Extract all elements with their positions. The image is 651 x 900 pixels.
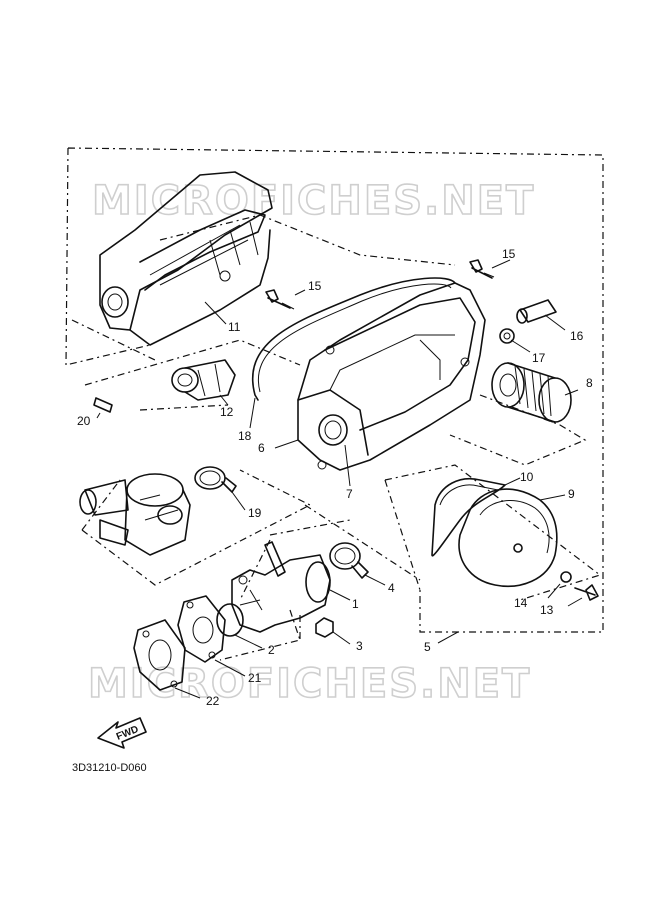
callout-4: 4 [388, 581, 395, 595]
callout-10: 10 [520, 470, 534, 484]
washer-14 [560, 571, 572, 583]
assembly-boundary [65, 147, 604, 633]
diagram-code: 3D31210-D060 [72, 762, 147, 774]
drain-hose-16 [516, 299, 557, 324]
element-boundary [449, 394, 587, 466]
air-cleaner-case-6 [297, 282, 486, 471]
joint-12 [171, 359, 236, 401]
joint-group-boundary [81, 469, 312, 586]
callout-8: 8 [586, 376, 593, 390]
o-ring-2 [216, 603, 244, 637]
nut-3 [315, 617, 334, 638]
watermark-bottom: MICROFICHES.NET [88, 661, 531, 707]
screw-15b [469, 259, 495, 279]
seal-10 [431, 478, 506, 557]
screw-20 [93, 397, 113, 413]
leader-lines [96, 259, 583, 699]
intake-joint-1 [231, 541, 331, 633]
seal-18 [252, 277, 456, 401]
callout-12: 12 [220, 405, 234, 419]
cover-group-boundary [71, 319, 301, 411]
callout-5: 5 [424, 640, 431, 654]
intake-group-boundary [239, 504, 421, 601]
seal-18-inner [257, 283, 452, 393]
callout-13: 13 [540, 603, 554, 617]
filter-element-8 [491, 362, 572, 423]
clip-17 [499, 328, 515, 344]
callout-6: 6 [258, 441, 265, 455]
screw-13 [574, 584, 599, 601]
callout-1: 1 [352, 597, 359, 611]
callout-18: 18 [238, 429, 252, 443]
callout-16: 16 [570, 329, 584, 343]
callout-15-upper: 15 [502, 247, 516, 261]
callout-11: 11 [228, 320, 241, 334]
clamp-19 [194, 466, 237, 493]
clamp-4 [329, 542, 369, 579]
callout-15-lower: 15 [308, 279, 322, 293]
filter-cover-9 [458, 488, 558, 587]
callout-21: 21 [248, 671, 262, 685]
case-cover-11 [99, 171, 273, 346]
cover-link [159, 214, 456, 266]
gasket-21 [177, 595, 226, 663]
gasket-boundary [219, 609, 301, 661]
callout-19: 19 [248, 506, 262, 520]
insulator-22 [133, 619, 186, 691]
fwd-arrow-icon: FWD [97, 717, 147, 749]
callout-2: 2 [268, 643, 275, 657]
callout-3: 3 [356, 639, 363, 653]
callout-7: 7 [346, 487, 353, 501]
callout-9: 9 [568, 487, 575, 501]
callout-14: 14 [514, 596, 528, 610]
seal-10-inner [439, 484, 499, 506]
watermark-top: MICROFICHES.NET [92, 178, 535, 224]
filter-group-boundary [384, 464, 602, 601]
callout-17: 17 [532, 351, 546, 365]
screw-15a [265, 289, 295, 310]
carburetor [79, 473, 191, 556]
callout-22: 22 [206, 694, 220, 708]
callout-20: 20 [77, 414, 91, 428]
